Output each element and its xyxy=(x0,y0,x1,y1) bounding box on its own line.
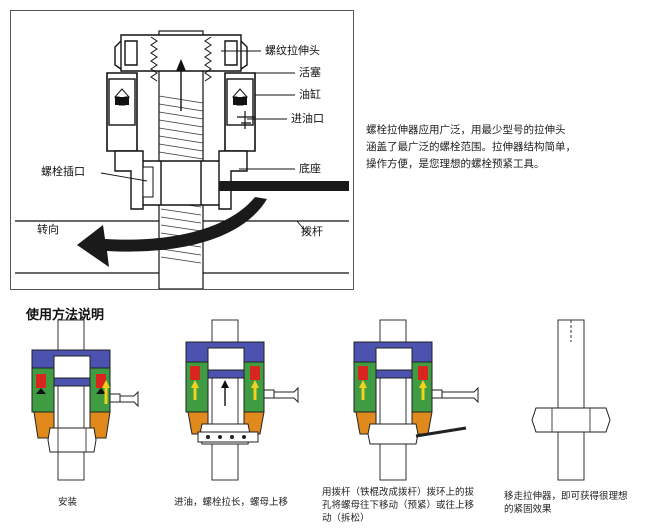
lever-bar xyxy=(219,181,349,191)
label-oil-inlet: 进油口 xyxy=(291,112,324,125)
label-cylinder: 油缸 xyxy=(299,88,321,101)
step-4-removed-diagram xyxy=(531,319,611,481)
usage-section-title: 使用方法说明 xyxy=(26,308,105,323)
threaded-head xyxy=(114,34,248,72)
step-3-caption: 用拨杆（铁棍改成拨杆）拨环上的拔 孔将螺母往下移动（预紧）或往上移 动（拆松） xyxy=(322,487,475,524)
step-2-oil-in-diagram xyxy=(185,319,299,481)
step-1-install-diagram xyxy=(31,319,139,481)
step-4-caption: 移走拉伸器，即可获得很理想 的紧固效果 xyxy=(504,491,628,515)
label-leaders xyxy=(100,50,308,234)
description-line: 操作方便，是您理想的螺栓预紧工具。 xyxy=(366,158,545,170)
step-3-lever-nut-diagram xyxy=(353,319,479,481)
label-turn-direction: 转向 xyxy=(37,223,59,236)
tensioner-cross-section-diagram: 螺纹拉伸头 活塞 油缸 进油口 螺栓插口 底座 转向 拨杆 xyxy=(10,10,354,290)
flange-plate xyxy=(15,220,349,274)
label-lever: 拨杆 xyxy=(301,225,323,238)
label-piston: 活塞 xyxy=(299,66,321,79)
cross-section-drawing xyxy=(15,30,349,289)
description-line: 螺栓拉伸器应用广泛，用最少型号的拉伸头 xyxy=(366,124,566,136)
step-2-caption: 进油，螺栓拉长，螺母上移 xyxy=(174,497,289,508)
product-description: 螺栓拉伸器应用广泛，用最少型号的拉伸头 涵盖了最广泛的螺栓范围。拉伸器结构简单，… xyxy=(366,122,616,173)
piston-arrow-right-icon xyxy=(231,88,249,106)
description-line: 涵盖了最广泛的螺栓范围。拉伸器结构简单， xyxy=(366,141,576,153)
lift-arrow-icon xyxy=(176,59,186,111)
turn-direction-arrow-icon xyxy=(77,197,267,267)
label-base: 底座 xyxy=(299,162,321,175)
oil-inlet-port xyxy=(237,111,255,129)
piston-arrow-left-icon xyxy=(113,88,131,106)
step-1-caption: 安装 xyxy=(58,497,78,508)
label-threaded-head: 螺纹拉伸头 xyxy=(265,44,320,57)
label-bolt-socket: 螺栓插口 xyxy=(41,165,85,178)
base-bridge xyxy=(114,150,248,210)
